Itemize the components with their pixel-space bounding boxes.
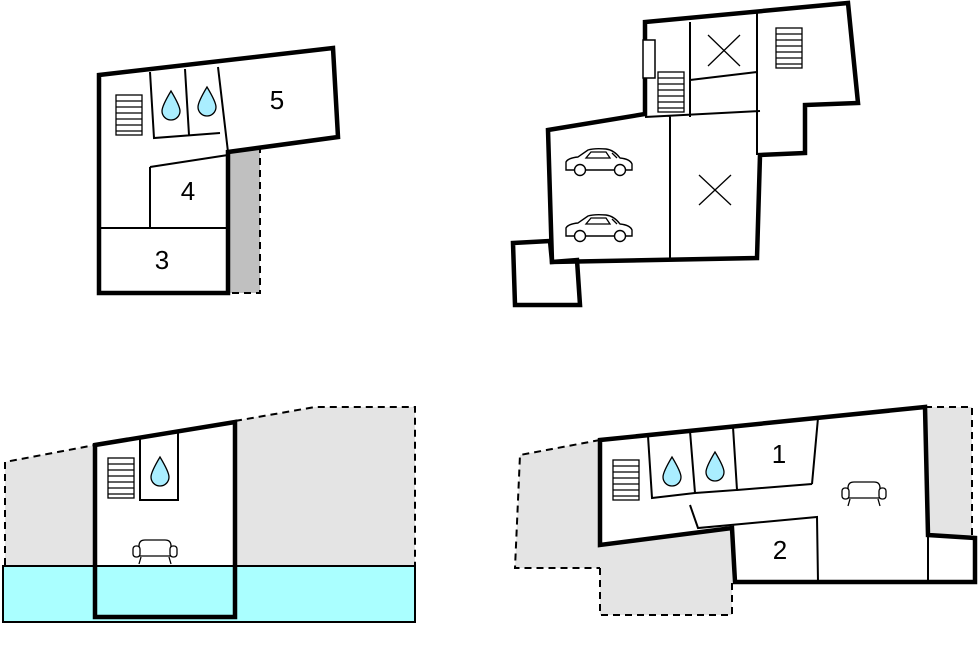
pool	[2, 565, 416, 623]
plan-garage-level	[510, 0, 861, 308]
car-icon	[565, 147, 633, 177]
stairs-icon	[115, 94, 143, 136]
stairs-icon	[612, 459, 640, 501]
room-4-label: 4	[181, 176, 195, 206]
stairs-icon	[657, 71, 685, 113]
water-drop-icon	[161, 90, 181, 121]
sofa-icon	[841, 481, 887, 507]
outer-wall	[92, 419, 238, 620]
cross-icon	[698, 174, 732, 206]
stairs-icon	[775, 27, 803, 69]
plan-upper-floor: 5 4 3	[96, 45, 341, 296]
outer-wall	[597, 404, 978, 585]
window-icon	[642, 39, 656, 79]
shaded-area	[228, 146, 260, 293]
room-2-label: 2	[773, 535, 787, 565]
water-drop-icon	[662, 456, 682, 487]
sofa-icon	[132, 539, 178, 565]
plan-ground-floor: 1 2	[513, 404, 978, 616]
car-icon	[565, 213, 633, 243]
room-3-label: 3	[155, 245, 169, 275]
outer-wall	[96, 45, 341, 296]
room-5-label: 5	[270, 85, 284, 115]
cross-icon	[707, 34, 741, 67]
water-drop-icon	[150, 456, 170, 487]
water-drop-icon	[197, 86, 217, 117]
plan-pool-level	[2, 406, 416, 623]
water-drop-icon	[705, 451, 725, 482]
stairs-icon	[107, 457, 135, 499]
room-1-label: 1	[772, 439, 786, 469]
